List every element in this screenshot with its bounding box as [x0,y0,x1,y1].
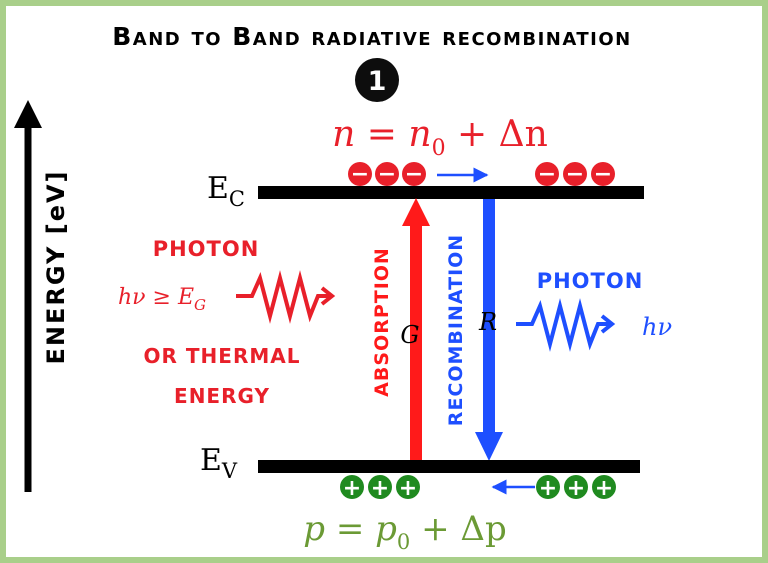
electron-sign: − [378,162,396,187]
right-photon-arrowhead-icon [600,314,616,334]
photon-energy-condition: hν ≥ EG [118,285,206,314]
electron-sign: − [538,162,556,187]
step-badge-number: 1 [368,66,387,97]
hole-sign: + [595,476,613,501]
valence-band-label: EV [200,443,238,483]
right-photon-title: PHOTON [537,269,644,293]
energy-axis-arrowhead [14,100,42,128]
hole-equation: p = p0 + Δp [303,509,506,554]
recombination-symbol: R [478,308,497,336]
hole-sign: + [371,476,389,501]
hole-sign: + [567,476,585,501]
electron [402,162,426,186]
hole [564,475,588,499]
generation-symbol: G [400,321,419,349]
hole-sign: + [539,476,557,501]
hole-group-left: + + + [340,475,420,501]
electron-sign: − [405,162,423,187]
absorption-arrowhead [402,198,430,226]
left-photon-title: PHOTON [153,237,260,261]
conduction-band [258,186,644,199]
recombination-arrow-shaft [483,199,495,435]
diagram-title: Band to Band radiative recombination [112,22,631,51]
hole [536,475,560,499]
hole [592,475,616,499]
electron [348,162,372,186]
electron [535,162,559,186]
electron-equation: n = n0 + Δn [332,114,548,161]
left-photon-arrowhead-icon [320,286,336,306]
hole-sign: + [343,476,361,501]
absorption-label: ABSORPTION [371,247,393,397]
electron-sign: − [566,162,584,187]
right-photon-wave-icon [516,298,612,352]
left-photon-wave-icon [236,270,332,324]
electron-sign: − [351,162,369,187]
electron-sign: − [594,162,612,187]
step-badge [355,58,399,102]
recombination-arrowhead [475,432,503,461]
electron-group-right: − − − [535,162,615,187]
electron [563,162,587,186]
hole [396,475,420,499]
emitted-photon-symbol: hν [642,313,672,341]
absorption-arrow-shaft [410,220,422,462]
hole [368,475,392,499]
thermal-energy-line2: ENERGY [174,384,270,408]
hole-sign: + [399,476,417,501]
electron [375,162,399,186]
conduction-band-label: EC [207,171,245,211]
electron [591,162,615,186]
valence-band [258,460,640,473]
electron-group-left: − − − [348,162,426,187]
energy-axis-label: ENERGY [eV] [42,169,70,364]
hole-group-right: + + + [536,475,616,501]
thermal-energy-line1: OR THERMAL [144,344,301,368]
hole [340,475,364,499]
recombination-label: RECOMBINATION [445,234,467,426]
